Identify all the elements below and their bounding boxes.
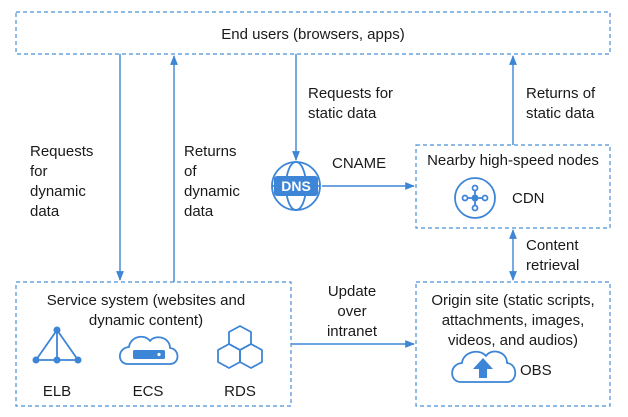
end-users-box: End users (browsers, apps) — [15, 11, 611, 55]
cdn-icon — [454, 177, 496, 219]
cdn-label: CDN — [512, 190, 545, 207]
edge-label-line: Returns — [184, 143, 237, 160]
nearby-nodes-label: Nearby high-speed nodes — [427, 152, 599, 169]
returns-dynamic-label: Returns of dynamic data — [184, 143, 240, 220]
service-system-label-line-2: dynamic content) — [89, 312, 203, 329]
edge-label-line: Returns of — [526, 85, 596, 102]
update-intranet-label: Update over intranet — [327, 283, 378, 340]
service-system-label-line-1: Service system (websites and — [47, 292, 245, 309]
requests-dynamic-label: Requests for dynamic data — [30, 143, 93, 220]
edge-label-line: Requests — [30, 143, 93, 160]
service-system-box: Service system (websites and dynamic con… — [15, 281, 292, 407]
edge-label-line: data — [30, 203, 60, 220]
edge-label-line: dynamic — [30, 183, 86, 200]
origin-site-label-line-3: videos, and audios) — [448, 332, 578, 349]
origin-site-label-line-2: attachments, images, — [442, 312, 585, 329]
ecs-label: ECS — [133, 383, 164, 400]
cname-label: CNAME — [332, 155, 386, 172]
edge-label-line: retrieval — [526, 257, 579, 274]
rds-icon — [217, 325, 263, 369]
rds-label: RDS — [224, 383, 256, 400]
edge-label-line: data — [184, 203, 214, 220]
edge-label-line: static data — [526, 105, 595, 122]
nearby-nodes-box: Nearby high-speed nodes — [415, 144, 611, 229]
edge-label-line: dynamic — [184, 183, 240, 200]
dns-icon-text: DNS — [281, 178, 311, 194]
edge-label-line: of — [184, 163, 197, 180]
obs-label: OBS — [520, 362, 552, 379]
ecs-icon — [118, 335, 179, 365]
dns-icon: DNS — [271, 161, 321, 211]
elb-icon — [32, 326, 82, 364]
edge-label-line: over — [337, 303, 366, 320]
edge-label-line: static data — [308, 105, 377, 122]
origin-site-box: Origin site (static scripts, attachments… — [415, 281, 611, 407]
requests-static-label: Requests for static data — [308, 85, 393, 122]
origin-site-label-line-1: Origin site (static scripts, — [431, 292, 594, 309]
edge-label-line: Content — [526, 237, 579, 254]
content-retrieval-label: Content retrieval — [526, 237, 579, 274]
edge-label-line: Requests for — [308, 85, 393, 102]
edge-label-line: for — [30, 163, 48, 180]
end-users-label: End users (browsers, apps) — [221, 26, 404, 43]
obs-icon — [451, 350, 517, 383]
returns-static-label: Returns of static data — [526, 85, 596, 122]
edge-label-line: intranet — [327, 323, 378, 340]
edge-label-line: Update — [328, 283, 376, 300]
elb-label: ELB — [43, 383, 71, 400]
